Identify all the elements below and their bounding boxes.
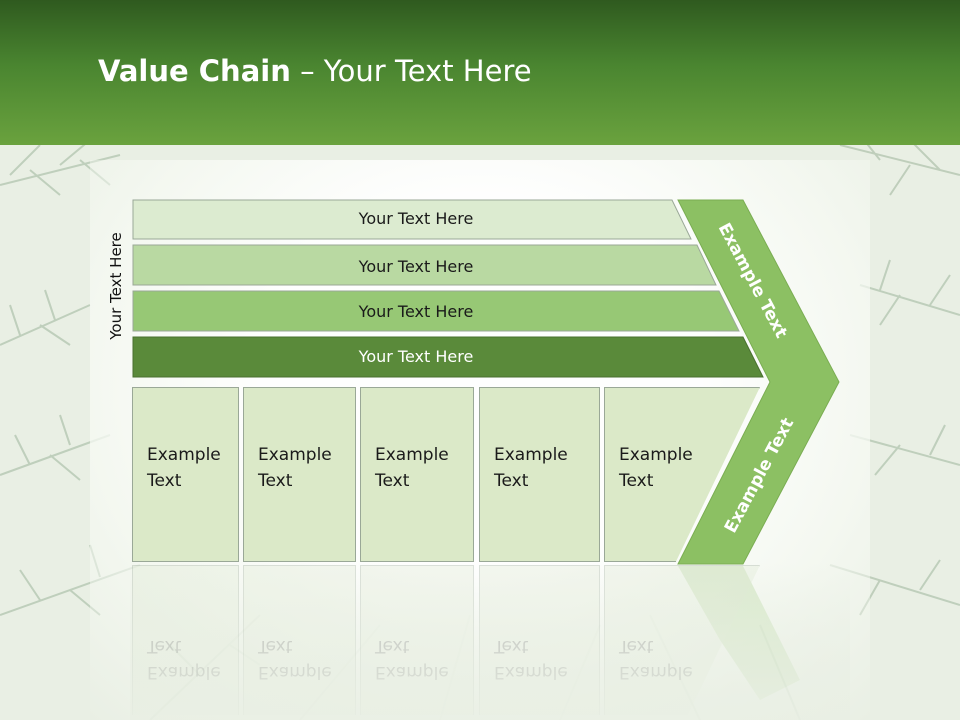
column-reflection-3-text: Example Text [375, 633, 449, 685]
column-reflection-4-line-1: Example [494, 662, 568, 682]
column-reflection-5-line-1: Example [619, 662, 693, 682]
column-reflection-2-line-2: Text [258, 636, 293, 656]
column-reflection-4-text: Example Text [494, 633, 568, 685]
column-1-line-2: Text [147, 471, 182, 491]
vertical-axis-label: Your Text Here [107, 232, 125, 340]
row-label-2: Your Text Here [358, 257, 474, 276]
column-reflection-3: Example Text [360, 565, 474, 715]
slide-title: Value Chain – Your Text Here [98, 54, 532, 88]
column-reflection-4-body: Example Text [479, 565, 600, 715]
chevron-shape [677, 199, 840, 565]
column-3-line-1: Example [375, 445, 449, 465]
row-bar-1 [132, 199, 692, 240]
column-reflection-3-line-1: Example [375, 662, 449, 682]
column-reflection-4: Example Text [479, 565, 600, 715]
column-reflection-4-line-2: Text [494, 636, 529, 656]
row-label-3: Your Text Here [358, 302, 474, 321]
title-bold: Value Chain [98, 54, 291, 88]
column-reflection-1-line-1: Example [147, 662, 221, 682]
row-label-1: Your Text Here [358, 209, 474, 228]
column-reflection-1-text: Example Text [147, 633, 221, 685]
column-4-line-1: Example [494, 445, 568, 465]
column-reflection-3-body: Example Text [360, 565, 474, 715]
column-reflection-2-text: Example Text [258, 633, 332, 685]
row-bar-3 [132, 290, 740, 332]
column-reflection-5-line-2: Text [619, 636, 654, 656]
column-5-line-1: Example [619, 445, 693, 465]
row-label-4: Your Text Here [358, 347, 474, 366]
title-bar: Value Chain – Your Text Here [0, 0, 960, 145]
column-2-line-2: Text [258, 471, 293, 491]
column-reflection-2: Example Text [243, 565, 356, 715]
column-reflection-1-body: Example Text [132, 565, 239, 715]
column-reflection-1: Example Text [132, 565, 239, 715]
column-4-line-2: Text [494, 471, 529, 491]
row-bar-2 [132, 244, 717, 286]
title-rest: – Your Text Here [290, 54, 532, 88]
column-reflection-5-body: Example Text [604, 565, 760, 715]
column-3-line-2: Text [375, 471, 410, 491]
column-reflection-5-text: Example Text [619, 633, 693, 685]
column-reflection-3-line-2: Text [375, 636, 410, 656]
column-reflection-5: Example Text [604, 565, 760, 715]
column-reflection-2-body: Example Text [243, 565, 356, 715]
column-2-line-1: Example [258, 445, 332, 465]
column-reflection-2-line-1: Example [258, 662, 332, 682]
column-5-line-2: Text [619, 471, 654, 491]
row-bar-4 [132, 336, 764, 378]
column-1-line-1: Example [147, 445, 221, 465]
column-reflection-1-line-2: Text [147, 636, 182, 656]
